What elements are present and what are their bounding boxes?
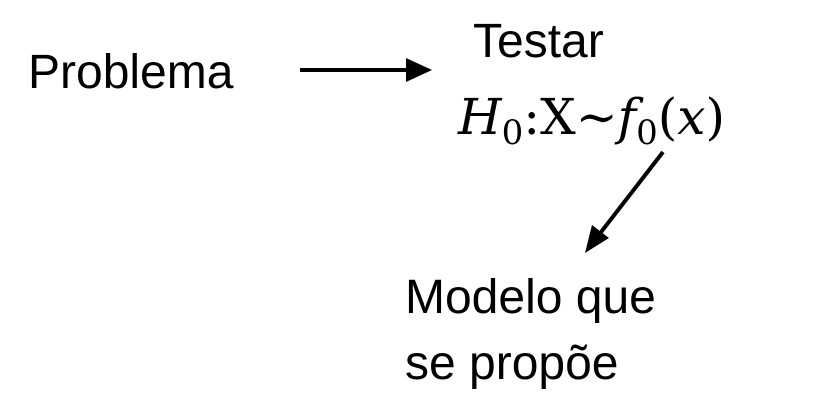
hypothesis-function-subscript: 0 (636, 113, 658, 153)
hypothesis-close-paren: ) (705, 88, 726, 146)
arrow-problem-to-test (300, 58, 432, 82)
hypothesis-argument: x (677, 88, 706, 146)
hypothesis-open-paren: ( (657, 88, 678, 146)
arrow-formula-to-model (585, 150, 665, 253)
hypothesis-relation: ∼ (575, 88, 618, 146)
arrow-diagonal-head (585, 225, 609, 253)
test-label: Testar (473, 15, 604, 68)
arrow-right-head (406, 58, 432, 82)
hypothesis-subscript: 0 (501, 113, 524, 153)
hypothesis-variable: X (540, 88, 576, 146)
hypothesis-function: f (617, 88, 637, 146)
hypothesis-formula: H0:X∼f0(x) (458, 92, 725, 150)
arrow-diagonal-shaft (596, 150, 665, 238)
model-label-line2: se propõe (405, 337, 619, 390)
hypothesis-symbol: H (458, 88, 502, 146)
model-label-line1: Modelo que (405, 271, 656, 324)
hypothesis-colon: : (523, 88, 541, 146)
problem-label: Problema (28, 46, 234, 99)
